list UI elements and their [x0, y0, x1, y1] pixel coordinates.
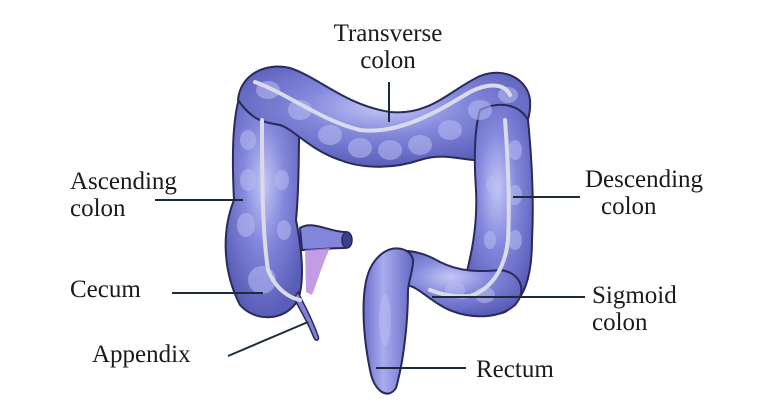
label-sigmoid-colon: Sigmoid colon [592, 282, 677, 336]
label-rectum-line1: Rectum [476, 356, 554, 383]
colon-body [224, 65, 534, 395]
label-rectum: Rectum [476, 356, 554, 383]
leader-lines [155, 82, 585, 369]
label-ascending-colon: Ascending colon [70, 168, 177, 222]
label-ascending-line1: Ascending [70, 168, 177, 195]
label-transverse-line2: colon [360, 47, 416, 74]
label-transverse-colon: Transverse colon [318, 20, 458, 74]
label-cecum-line1: Cecum [70, 276, 141, 303]
label-transverse-line1: Transverse [333, 20, 443, 47]
label-appendix-line1: Appendix [92, 341, 191, 368]
leader-appendix [227, 321, 309, 357]
haustra-highlights [237, 81, 522, 346]
label-sigmoid-line1: Sigmoid [592, 282, 677, 309]
taenia-bands [253, 80, 512, 302]
label-ascending-line2: colon [70, 195, 126, 222]
label-descending-colon: Descending colon [585, 166, 703, 220]
appendix-shape [293, 290, 320, 341]
label-appendix: Appendix [92, 341, 191, 368]
label-descending-line2: colon [601, 193, 657, 220]
label-cecum: Cecum [70, 276, 141, 303]
label-sigmoid-line2: colon [592, 309, 648, 336]
mesoappendix-shape [305, 248, 330, 295]
label-descending-line1: Descending [585, 166, 704, 193]
